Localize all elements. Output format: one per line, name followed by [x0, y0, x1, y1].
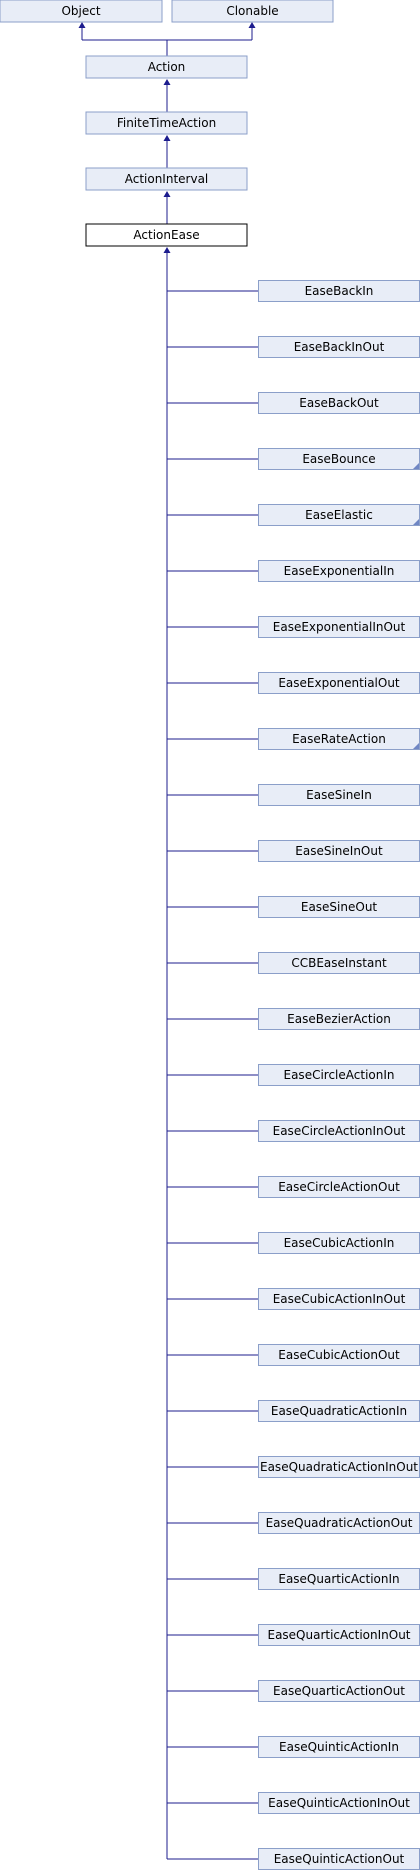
subclass-edges [163, 247, 258, 1860]
node-ease-exponential-in-out-label: EaseExponentialInOut [273, 620, 406, 634]
node-ease-quartic-action-in-out-label: EaseQuarticActionInOut [267, 1628, 410, 1642]
node-ccbease-instant-label: CCBEaseInstant [291, 956, 387, 970]
arrow-to-finitetimeaction [163, 135, 171, 141]
node-ease-cubic-action-in-label: EaseCubicActionIn [284, 1236, 395, 1250]
node-finite-time-action-label: FiniteTimeAction [117, 116, 216, 130]
node-ease-exponential-out-label: EaseExponentialOut [278, 676, 400, 690]
node-ease-exponential-in-label: EaseExponentialIn [284, 564, 395, 578]
node-ease-cubic-action-out-label: EaseCubicActionOut [278, 1348, 400, 1362]
node-ease-quadratic-action-out-label: EaseQuadraticActionOut [266, 1516, 413, 1530]
arrow-to-object [78, 22, 86, 28]
node-action-interval[interactable]: ActionInterval [85, 167, 248, 191]
node-ease-cubic-action-in-out-label: EaseCubicActionInOut [273, 1292, 406, 1306]
node-finite-time-action[interactable]: FiniteTimeAction [85, 111, 248, 135]
node-finite-time-action-box [85, 111, 248, 135]
more-subclasses-marker [413, 463, 419, 469]
node-ccbease-instant[interactable]: CCBEaseInstant [258, 952, 420, 974]
node-ease-quartic-action-in[interactable]: EaseQuarticActionIn [258, 1568, 420, 1590]
node-ease-elastic[interactable]: EaseElastic [258, 504, 420, 526]
subclass-nodes: EaseBackInEaseBackInOutEaseBackOutEaseBo… [258, 280, 420, 1870]
node-ease-exponential-in-out[interactable]: EaseExponentialInOut [258, 616, 420, 638]
top-edges [78, 22, 256, 224]
node-object-box [0, 0, 163, 23]
node-clonable[interactable]: Clonable [171, 0, 334, 23]
node-ease-sine-out[interactable]: EaseSineOut [258, 896, 420, 918]
node-ease-quintic-action-out[interactable]: EaseQuinticActionOut [258, 1848, 420, 1870]
node-ease-bezier-action[interactable]: EaseBezierAction [258, 1008, 420, 1030]
node-object[interactable]: Object [0, 0, 163, 23]
node-ease-cubic-action-in[interactable]: EaseCubicActionIn [258, 1232, 420, 1254]
node-ease-elastic-label: EaseElastic [305, 508, 373, 522]
node-ease-circle-action-in-out[interactable]: EaseCircleActionInOut [258, 1120, 420, 1142]
node-ease-sine-in-out-label: EaseSineInOut [295, 844, 383, 858]
arrow-to-clonable [248, 22, 256, 28]
node-ease-quartic-action-in-out[interactable]: EaseQuarticActionInOut [258, 1624, 420, 1646]
arrow-to-actionease [163, 247, 171, 253]
node-ease-quintic-action-out-label: EaseQuinticActionOut [274, 1852, 405, 1866]
node-ease-back-out[interactable]: EaseBackOut [258, 392, 420, 414]
node-ease-back-in[interactable]: EaseBackIn [258, 280, 420, 302]
node-ease-back-in-out-label: EaseBackInOut [294, 340, 385, 354]
more-subclasses-marker [413, 743, 419, 749]
node-ease-quartic-action-out-label: EaseQuarticActionOut [273, 1684, 405, 1698]
node-ease-quadratic-action-in-out[interactable]: EaseQuadraticActionInOut [258, 1456, 420, 1478]
node-ease-cubic-action-in-out[interactable]: EaseCubicActionInOut [258, 1288, 420, 1310]
node-ease-sine-out-label: EaseSineOut [301, 900, 378, 914]
node-ease-back-out-label: EaseBackOut [299, 396, 379, 410]
node-ease-quadratic-action-in-label: EaseQuadraticActionIn [271, 1404, 407, 1418]
node-ease-circle-action-out-label: EaseCircleActionOut [278, 1180, 400, 1194]
node-ease-exponential-out[interactable]: EaseExponentialOut [258, 672, 420, 694]
node-ease-quintic-action-in-label: EaseQuinticActionIn [279, 1740, 399, 1754]
node-ease-sine-in-out[interactable]: EaseSineInOut [258, 840, 420, 862]
edge-action-to-bases [81, 27, 253, 56]
more-subclasses-marker [413, 519, 419, 525]
arrow-to-action [163, 79, 171, 85]
node-ease-sine-in-label: EaseSineIn [306, 788, 372, 802]
node-ease-bounce-label: EaseBounce [302, 452, 375, 466]
node-ease-back-in-out[interactable]: EaseBackInOut [258, 336, 420, 358]
node-ease-quartic-action-out[interactable]: EaseQuarticActionOut [258, 1680, 420, 1702]
node-action-ease-box [85, 223, 248, 247]
node-ease-quartic-action-in-label: EaseQuarticActionIn [278, 1572, 399, 1586]
node-ease-circle-action-in-label: EaseCircleActionIn [284, 1068, 395, 1082]
node-action-interval-box [85, 167, 248, 191]
node-ease-quadratic-action-in-out-label: EaseQuadraticActionInOut [260, 1460, 418, 1474]
node-action-box [85, 55, 248, 79]
node-ease-quintic-action-in[interactable]: EaseQuinticActionIn [258, 1736, 420, 1758]
arrow-to-actioninterval [163, 191, 171, 197]
node-ease-back-in-label: EaseBackIn [305, 284, 374, 298]
node-action-ease-label: ActionEase [133, 228, 199, 242]
node-ease-sine-in[interactable]: EaseSineIn [258, 784, 420, 806]
node-ease-quadratic-action-out[interactable]: EaseQuadraticActionOut [258, 1512, 420, 1534]
node-ease-rate-action-label: EaseRateAction [292, 732, 386, 746]
node-ease-rate-action[interactable]: EaseRateAction [258, 728, 420, 750]
node-object-label: Object [61, 4, 100, 18]
node-ease-quintic-action-in-out-label: EaseQuinticActionInOut [268, 1796, 410, 1810]
node-action[interactable]: Action [85, 55, 248, 79]
node-action-interval-label: ActionInterval [125, 172, 209, 186]
node-ease-quintic-action-in-out[interactable]: EaseQuinticActionInOut [258, 1792, 420, 1814]
node-ease-quadratic-action-in[interactable]: EaseQuadraticActionIn [258, 1400, 420, 1422]
node-ease-bounce[interactable]: EaseBounce [258, 448, 420, 470]
node-ease-exponential-in[interactable]: EaseExponentialIn [258, 560, 420, 582]
node-action-label: Action [148, 60, 186, 74]
node-ease-cubic-action-out[interactable]: EaseCubicActionOut [258, 1344, 420, 1366]
node-ease-circle-action-in[interactable]: EaseCircleActionIn [258, 1064, 420, 1086]
node-ease-circle-action-in-out-label: EaseCircleActionInOut [273, 1124, 406, 1138]
node-action-ease: ActionEase [85, 223, 248, 247]
node-clonable-label: Clonable [226, 4, 278, 18]
node-ease-bezier-action-label: EaseBezierAction [287, 1012, 391, 1026]
node-clonable-box [171, 0, 334, 23]
node-ease-circle-action-out[interactable]: EaseCircleActionOut [258, 1176, 420, 1198]
